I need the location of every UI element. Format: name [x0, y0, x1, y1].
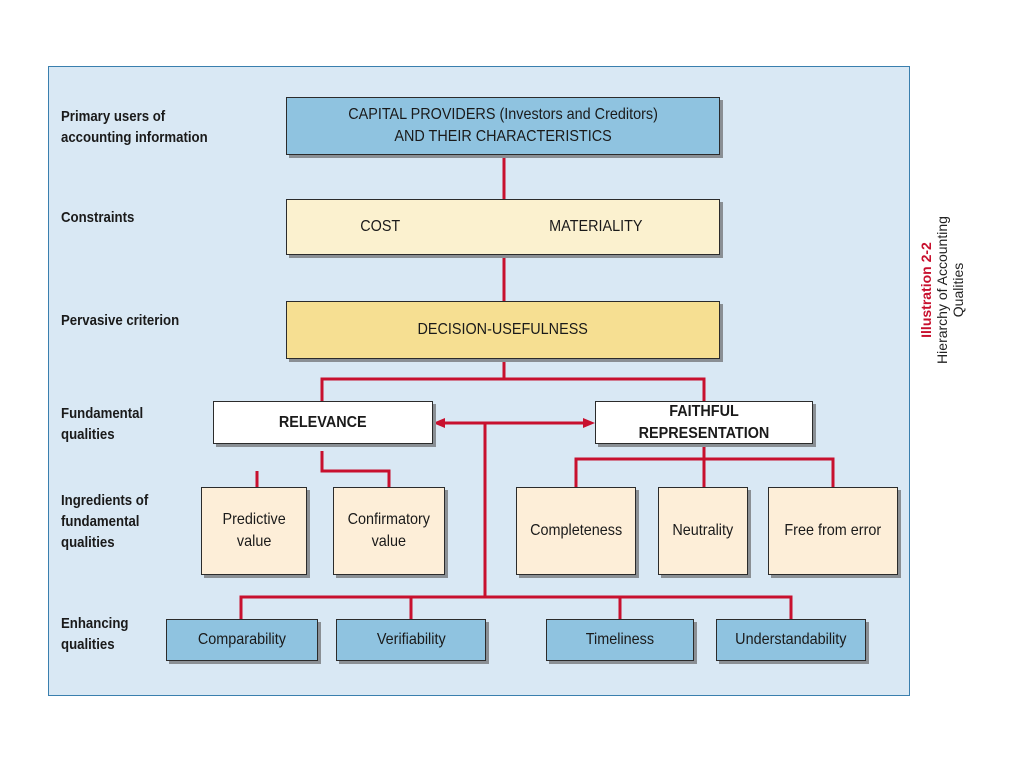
box-understandability: Understandability: [716, 619, 866, 661]
neutrality-text: Neutrality: [672, 522, 734, 539]
caption-title: Hierarchy of Accounting Qualities: [934, 216, 966, 364]
comparability-text: Comparability: [197, 631, 287, 648]
faithful-representation-text: FAITHFUL REPRESENTATION: [638, 402, 770, 442]
confirmatory-value-text: Confirmatory value: [347, 511, 431, 550]
understandability-text: Understandability: [735, 631, 847, 648]
diagram-panel: Primary users of accounting information …: [48, 66, 910, 696]
connector-lines: [239, 155, 835, 619]
box-decision-usefulness: DECISION-USEFULNESS: [286, 301, 720, 359]
capital-providers-text: CAPITAL PROVIDERS (Investors and Credito…: [348, 106, 658, 145]
free-from-error-text: Free from error: [784, 522, 882, 539]
link-faithful-error: [704, 457, 835, 487]
box-neutrality: Neutrality: [658, 487, 748, 575]
decision-usefulness-text: DECISION-USEFULNESS: [417, 321, 589, 338]
predictive-value-text: Predictive value: [222, 511, 286, 550]
box-comparability: Comparability: [166, 619, 318, 661]
box-confirmatory-value: Confirmatory value: [333, 487, 445, 575]
label-constraints: Constraints: [61, 209, 135, 226]
box-verifiability: Verifiability: [336, 619, 486, 661]
caption-number: 2-2: [918, 242, 934, 263]
label-fundamental-qualities: Fundamental qualities: [61, 405, 144, 443]
arrowhead-relevance: [433, 418, 445, 428]
box-free-from-error: Free from error: [768, 487, 898, 575]
box-relevance: RELEVANCE: [213, 401, 433, 444]
illustration-caption: Illustration 2-2 Hierarchy of Accounting…: [918, 140, 966, 440]
timeliness-text: Timeliness: [585, 631, 655, 648]
caption-label: Illustration: [918, 266, 934, 338]
completeness-text: Completeness: [529, 522, 623, 539]
label-ingredients: Ingredients of fundamental qualities: [61, 492, 149, 551]
link-enhancing-bar: [239, 595, 793, 619]
box-faithful-representation: FAITHFUL REPRESENTATION: [595, 401, 813, 444]
box-predictive-value: Predictive value: [201, 487, 307, 575]
box-timeliness: Timeliness: [546, 619, 694, 661]
box-constraints: COST MATERIALITY: [286, 199, 720, 255]
link-relevance-ingredients: [320, 451, 391, 487]
arrowhead-faithful: [583, 418, 595, 428]
label-enhancing-qualities: Enhancing qualities: [61, 615, 129, 653]
box-capital-providers: CAPITAL PROVIDERS (Investors and Credito…: [286, 97, 720, 155]
box-completeness: Completeness: [516, 487, 636, 575]
relevance-text: RELEVANCE: [279, 413, 367, 431]
verifiability-text: Verifiability: [376, 631, 446, 648]
label-primary-users: Primary users of accounting information: [61, 108, 208, 146]
materiality-text: MATERIALITY: [549, 218, 643, 235]
cost-text: COST: [360, 218, 401, 235]
link-faithful-ingredients: [574, 439, 706, 487]
link-fundamental-split: [320, 377, 706, 401]
label-pervasive-criterion: Pervasive criterion: [61, 312, 180, 329]
